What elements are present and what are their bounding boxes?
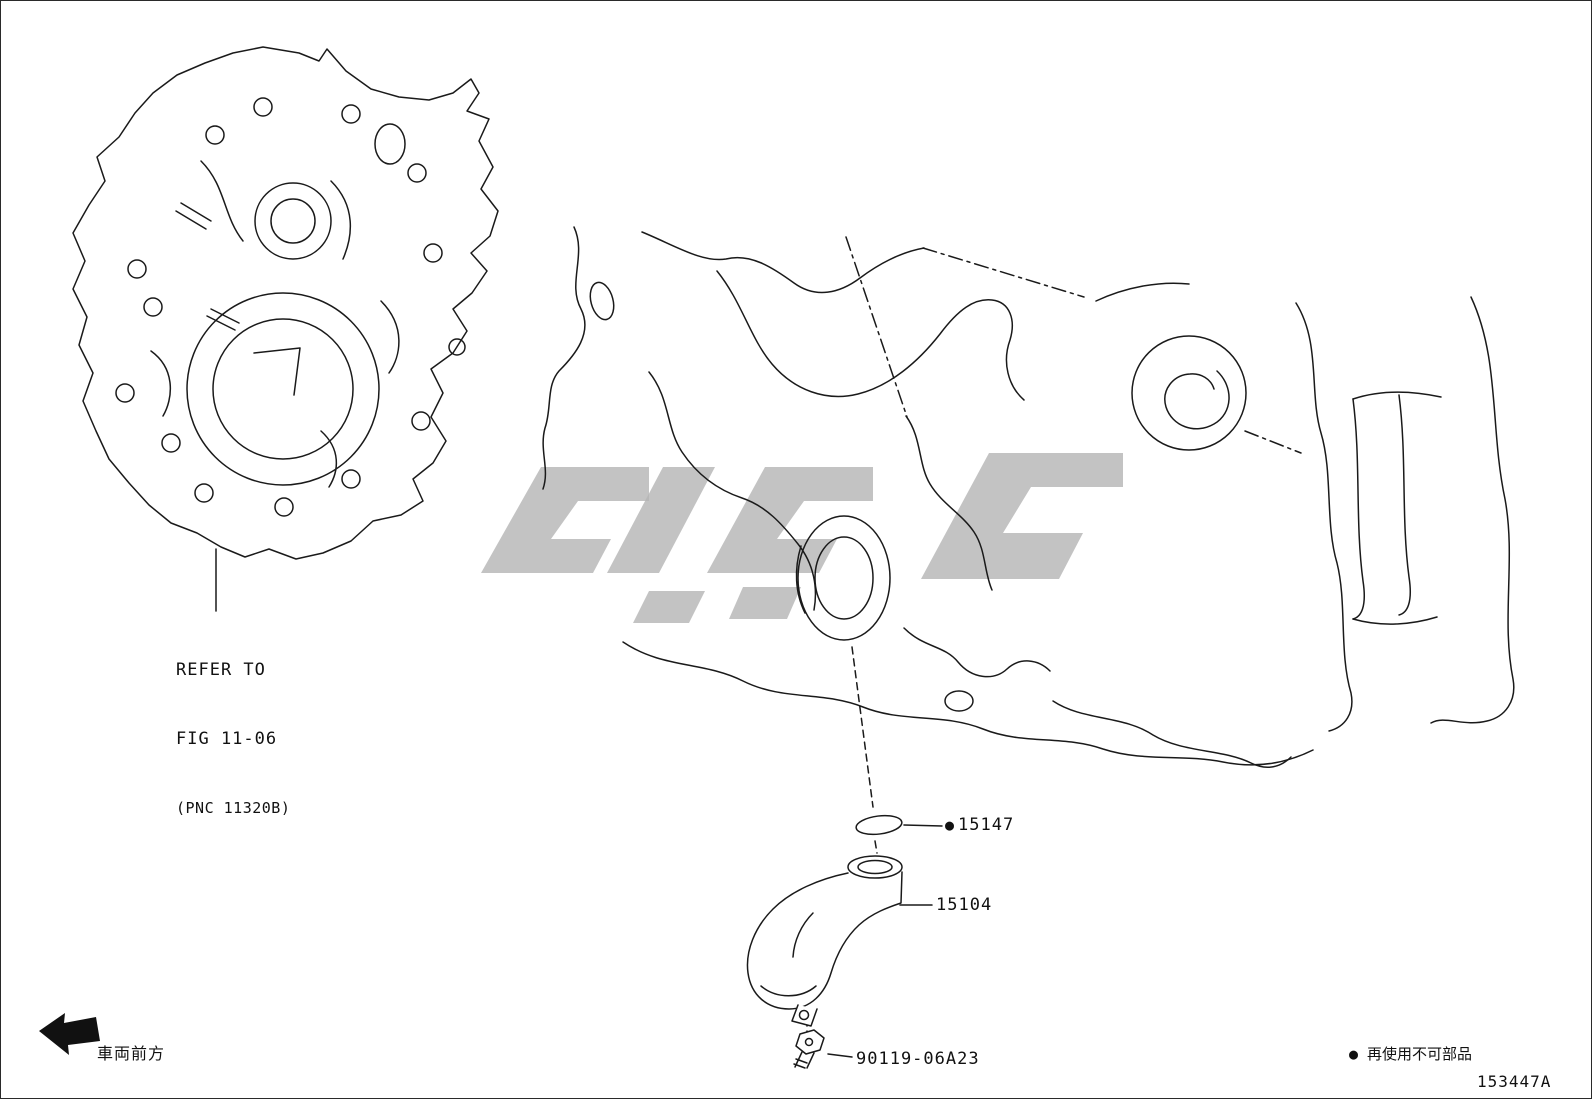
vehicle-front-note: 車両前方 VEHICLE FRONT SIDE xyxy=(97,996,285,1098)
vehicle-front-jp: 車両前方 xyxy=(97,1044,166,1063)
drawing-number: 153447A xyxy=(1477,1072,1552,1091)
transaxle-case-drawing xyxy=(73,47,498,611)
non-reusable-bullet-icon: ● xyxy=(1349,1045,1359,1063)
o-ring-part-15147 xyxy=(855,813,903,836)
part-number-label: 15147 xyxy=(958,815,1015,835)
callout-15104[interactable]: 15104 xyxy=(936,895,992,915)
callout-15147[interactable]: ● 15147 xyxy=(945,815,1014,835)
refer-note-line1: REFER TO xyxy=(176,660,266,680)
refer-note-line3: (PNC 11320B) xyxy=(176,799,291,817)
engine-block-drawing xyxy=(543,227,1514,767)
refer-note-line2: FIG 11-06 xyxy=(176,729,278,749)
part-number-label: 15104 xyxy=(936,895,993,915)
vehicle-front-arrow-icon xyxy=(39,1013,100,1055)
oil-strainer-part-15104 xyxy=(747,856,902,1026)
legend-row-jp: ● 再使用不可部品 xyxy=(1349,1041,1521,1068)
non-reusable-bullet-icon: ● xyxy=(945,815,956,834)
legend-jp-label: 再使用不可部品 xyxy=(1367,1045,1473,1063)
callout-leader-lines xyxy=(828,825,942,1057)
callout-90119[interactable]: 90119-06A23 xyxy=(856,1049,980,1069)
watermark-logo-icon xyxy=(481,453,1123,623)
refer-note: REFER TO FIG 11-06 (PNC 11320B) xyxy=(176,613,290,866)
part-number-label: 90119-06A23 xyxy=(856,1049,980,1069)
legend: ● 再使用不可部品 ● Non-reusable part xyxy=(1349,987,1521,1098)
bolt-part-90119 xyxy=(794,1029,825,1068)
